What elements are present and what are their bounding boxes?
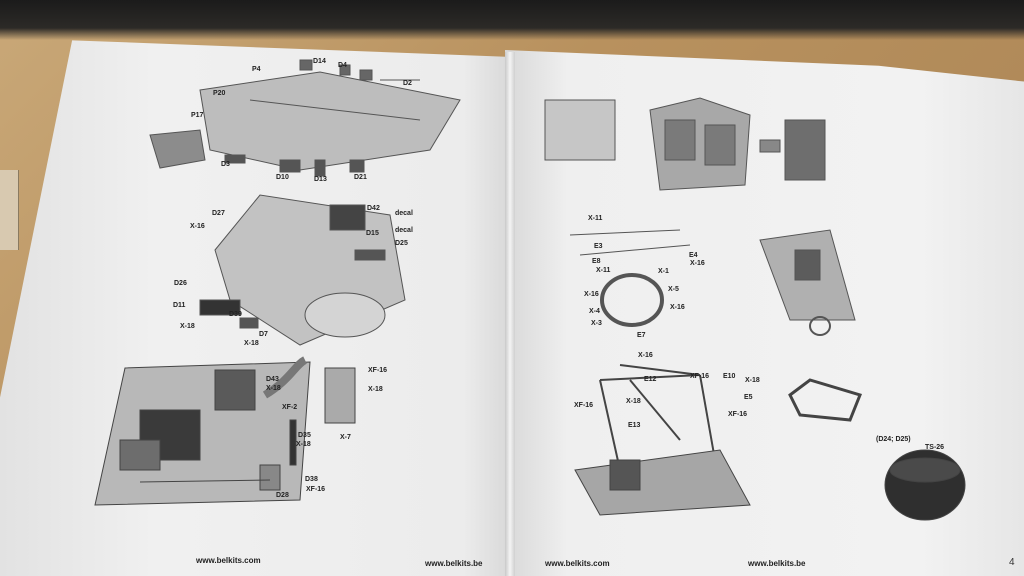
box-edge [0, 170, 19, 250]
part-label: X-3 [591, 320, 602, 327]
part-label: XF-16 [306, 486, 326, 493]
part-label: X-18 [745, 377, 760, 384]
part-label: X-18 [180, 323, 195, 330]
step-1-drawing [149, 59, 461, 177]
part-label: D38 [305, 476, 318, 483]
part-label: D15 [366, 230, 379, 237]
booklet-spine [505, 52, 515, 576]
part-label: D21 [354, 174, 367, 181]
seats-drawing [544, 97, 826, 191]
part-label: D28 [276, 492, 289, 499]
part-label: X-16 [190, 223, 205, 230]
part-label: E5 [744, 394, 753, 401]
part-label: D42 [367, 205, 380, 212]
part-label: E7 [637, 332, 646, 339]
part-label: D11 [173, 302, 186, 309]
part-label: D27 [212, 210, 225, 217]
part-label: X-18 [244, 340, 259, 347]
part-label: E3 [594, 243, 603, 250]
part-label: X-11 [588, 215, 603, 222]
part-label: XF-16 [690, 373, 710, 380]
footer-url-center-right: www.belkits.com [545, 559, 610, 568]
part-label: D7 [259, 331, 268, 338]
part-label: D3 [221, 161, 230, 168]
part-label: D35 [298, 432, 311, 439]
step-3-drawing [94, 356, 356, 506]
part-label: XF-16 [368, 367, 388, 374]
part-label: D2 [403, 80, 412, 87]
part-label: E12 [644, 376, 657, 383]
part-label: X-16 [584, 291, 599, 298]
part-label: (D24; D25) [876, 436, 911, 443]
part-label: X-18 [266, 385, 281, 392]
part-label: E10 [723, 373, 736, 380]
part-label: X-7 [340, 434, 351, 441]
part-label: P4 [252, 66, 261, 73]
part-label: X-18 [626, 398, 641, 405]
part-label: E13 [628, 422, 641, 429]
steering-drawing [569, 229, 856, 336]
footer-url-center-left: www.belkits.be [425, 559, 483, 568]
part-label: P17 [191, 112, 204, 119]
part-label: XF-2 [282, 404, 298, 411]
part-label: D25 [395, 240, 408, 247]
part-label: E8 [592, 258, 601, 265]
part-label: X-16 [690, 260, 705, 267]
part-label: X-16 [670, 304, 685, 311]
part-label: X-1 [658, 268, 669, 275]
part-label: X-18 [296, 441, 311, 448]
part-label: XF-16 [574, 402, 594, 409]
part-label: X-18 [368, 386, 383, 393]
part-label: D43 [266, 376, 279, 383]
part-label: X-16 [638, 352, 653, 359]
dark-background-object [0, 0, 1024, 40]
part-label: TS-26 [925, 444, 945, 451]
part-label: E4 [689, 252, 698, 259]
step-2-drawing [199, 194, 406, 346]
page-number: 4 [1009, 557, 1015, 568]
part-label: D13 [314, 176, 327, 183]
part-label: D4 [338, 62, 347, 69]
part-label: XF-16 [728, 411, 748, 418]
part-label: P20 [213, 90, 226, 97]
part-label: D14 [313, 58, 326, 65]
part-label: decal [395, 210, 413, 217]
part-label: D39 [229, 311, 242, 318]
part-label: X-11 [596, 267, 611, 274]
part-label: X-4 [589, 308, 600, 315]
part-label: X-5 [668, 286, 679, 293]
part-label: decal [395, 227, 413, 234]
footer-url-left: www.belkits.com [196, 556, 261, 565]
part-label: D10 [276, 174, 289, 181]
footer-url-right: www.belkits.be [748, 559, 806, 568]
rollcage-drawing [574, 364, 966, 521]
part-label: D26 [174, 280, 187, 287]
